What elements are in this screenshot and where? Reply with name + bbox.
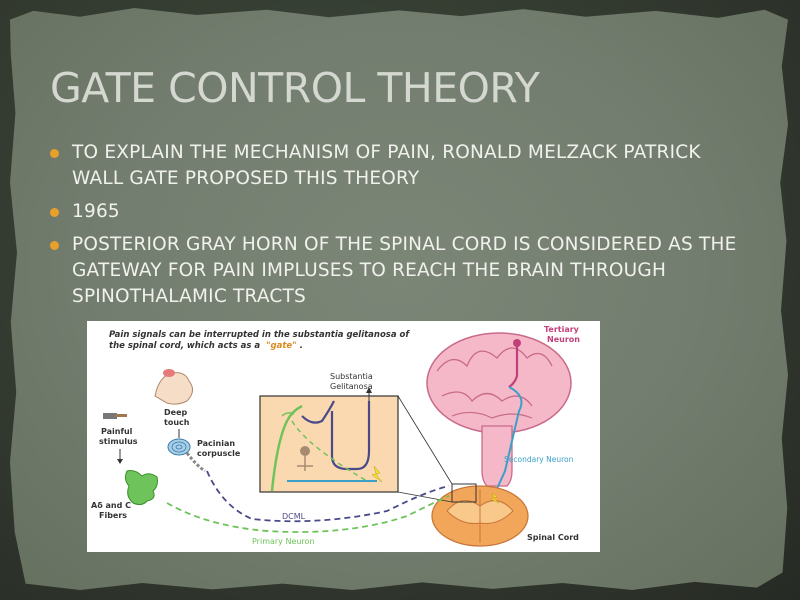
fibers-label-1: Aδ and C [91, 501, 131, 510]
bullet-text: 1965 [72, 201, 120, 222]
pacinian-label-1: Pacinian [197, 439, 235, 448]
bullet-list: TO EXPLAIN THE MECHANISM OF PAIN, RONALD… [50, 140, 750, 317]
deep-touch-label-2: touch [164, 418, 190, 427]
tertiary-neuron-label-1: Tertiary [544, 325, 580, 334]
pacinian-corpuscle-icon [167, 438, 206, 473]
diagram-caption-end: . [300, 341, 303, 351]
substantia-inset [259, 387, 453, 503]
bullet-item: TO EXPLAIN THE MECHANISM OF PAIN, RONALD… [50, 140, 750, 192]
primary-neuron-label: Primary Neuron [252, 537, 315, 546]
bullet-item: 1965 [50, 199, 750, 225]
bullet-dot-icon [50, 208, 59, 217]
diagram-caption-gate: "gate" [266, 341, 297, 351]
painful-stimulus-label-1: Painful [101, 427, 133, 436]
secondary-neuron-label: Secondary Neuron [504, 455, 574, 464]
substantia-label-1: Substantia [330, 372, 373, 381]
bullet-dot-icon [50, 149, 59, 158]
tertiary-neuron-label-2: Neuron [547, 335, 580, 344]
deep-touch-label-1: Deep [164, 408, 187, 417]
bullet-text: POSTERIOR GRAY HORN OF THE SPINAL CORD I… [72, 234, 737, 307]
nerve-ending-icon [124, 470, 158, 506]
dcml-path [206, 470, 450, 523]
gate-control-diagram: Pain signals can be interrupted in the s… [87, 321, 600, 552]
bullet-text: TO EXPLAIN THE MECHANISM OF PAIN, RONALD… [72, 142, 701, 189]
spinal-cord-label: Spinal Cord [527, 533, 579, 542]
diagram-caption-line1: Pain signals can be interrupted in the s… [109, 330, 410, 340]
svg-text:the spinal cord, which acts as: the spinal cord, which acts as a "gate" … [109, 341, 303, 351]
brain-illustration [426, 332, 572, 487]
primary-neuron-path [166, 495, 450, 533]
diagram-svg: Pain signals can be interrupted in the s… [91, 325, 580, 547]
fibers-label-2: Fibers [99, 511, 127, 520]
tertiary-neuron-body [513, 339, 521, 347]
diagram-caption-line2: the spinal cord, which acts as a [109, 341, 260, 351]
bullet-item: POSTERIOR GRAY HORN OF THE SPINAL CORD I… [50, 232, 750, 310]
hand-icon [154, 369, 193, 405]
tertiary-neuron-path [508, 341, 519, 388]
hammer-icon [103, 413, 127, 419]
slide-title: GATE CONTROL THEORY [50, 64, 540, 112]
secondary-neuron-path [494, 386, 523, 494]
painful-stimulus-label-2: stimulus [99, 437, 138, 446]
substantia-label-2: Gelitanosa [330, 382, 373, 391]
bullet-dot-icon [50, 241, 59, 250]
dcml-label: DCML [282, 512, 306, 521]
pacinian-label-2: corpuscle [197, 449, 241, 458]
spinal-cord-section [431, 483, 529, 547]
